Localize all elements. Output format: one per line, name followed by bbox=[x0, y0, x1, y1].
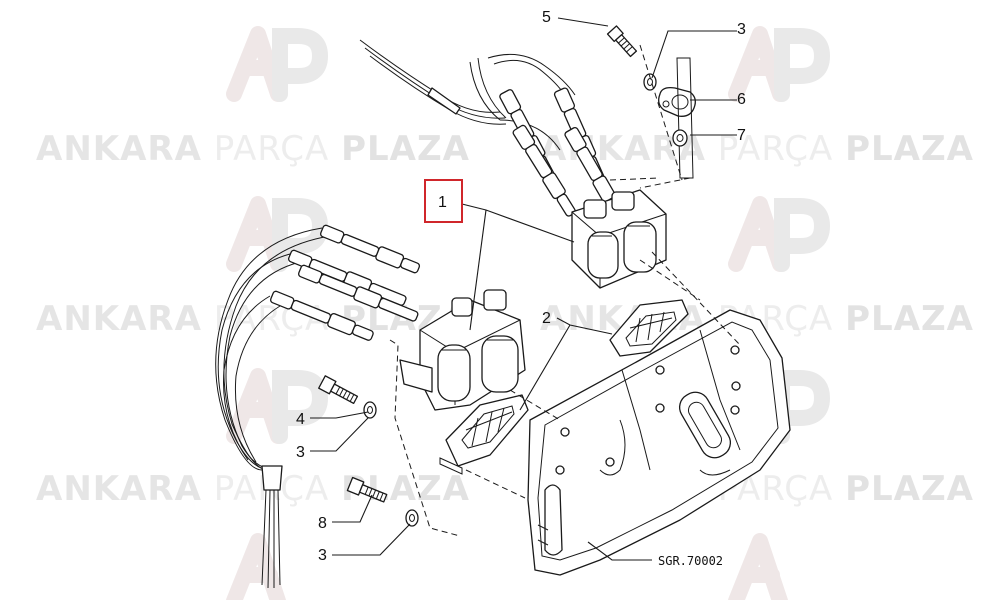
bracket-6 bbox=[658, 86, 696, 117]
callout-1: 1 bbox=[438, 194, 447, 211]
left-plug-leads bbox=[270, 224, 421, 341]
callout-6: 6 bbox=[737, 91, 746, 108]
callout-1-highlight bbox=[424, 179, 463, 223]
front-ignition-coil bbox=[399, 289, 526, 411]
callout-3-middle: 3 bbox=[296, 444, 305, 461]
drawing-code: SGR.70002 bbox=[658, 554, 723, 568]
callout-5: 5 bbox=[542, 9, 551, 26]
washer-7 bbox=[672, 129, 688, 147]
bolt-5 bbox=[606, 25, 638, 58]
top-wire-harness bbox=[359, 39, 576, 151]
callout-4: 4 bbox=[296, 411, 305, 428]
callout-2: 2 bbox=[542, 310, 551, 327]
mounting-bracket bbox=[527, 309, 791, 576]
washer-3-bottom bbox=[405, 509, 419, 527]
leader-lines bbox=[310, 17, 737, 561]
bolt-8 bbox=[346, 476, 388, 503]
callout-7: 7 bbox=[737, 127, 746, 144]
bolt-4 bbox=[318, 375, 359, 405]
gasket-2-lower bbox=[439, 394, 529, 475]
left-fasteners bbox=[318, 339, 526, 537]
svg-text:ANKARA PARÇA PLAZA: ANKARA PARÇA PLAZA bbox=[36, 299, 470, 339]
callout-3-top: 3 bbox=[737, 21, 746, 38]
gasket-2-upper bbox=[609, 299, 689, 357]
top-fasteners bbox=[606, 25, 696, 189]
callout-8: 8 bbox=[318, 515, 327, 532]
svg-text:ANKARA PARÇA PLAZA: ANKARA PARÇA PLAZA bbox=[540, 299, 974, 339]
callout-3-bottom: 3 bbox=[318, 547, 327, 564]
left-wire-harness bbox=[215, 227, 331, 589]
svg-text:ANKARA PARÇA PLAZA: ANKARA PARÇA PLAZA bbox=[540, 129, 974, 169]
callout-labels: 5 3 6 7 1 2 4 3 8 3 SGR.70002 bbox=[296, 9, 746, 568]
assembly-lines bbox=[509, 177, 741, 421]
svg-text:ANKARA PARÇA PLAZA: ANKARA PARÇA PLAZA bbox=[36, 129, 470, 169]
washer-3-middle bbox=[363, 401, 377, 419]
svg-text:ANKARA PARÇA PLAZA: ANKARA PARÇA PLAZA bbox=[36, 469, 470, 509]
upper-ignition-coil bbox=[571, 189, 667, 289]
watermark-logos bbox=[226, 26, 831, 600]
